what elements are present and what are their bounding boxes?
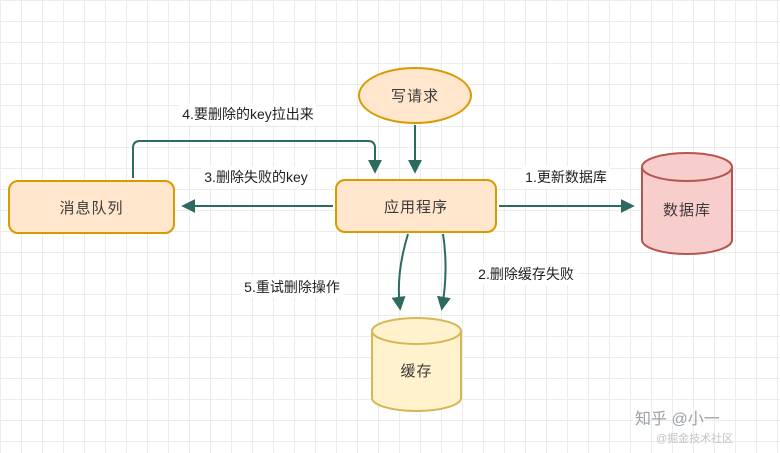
edge-application-to-cache-delete: [437, 233, 451, 311]
edge-label-delete-cache-fail: 2.删除缓存失败: [475, 263, 577, 285]
node-message-queue-label: 消息队列: [59, 199, 124, 217]
node-database-label: 数据库: [662, 202, 711, 219]
node-application: 应用程序: [335, 179, 497, 233]
database-cylinder-icon: [641, 152, 733, 255]
node-message-queue: 消息队列: [8, 180, 175, 234]
edge-application-to-cache-retry: [391, 233, 409, 311]
node-database: 数据库: [641, 152, 733, 255]
node-cache: 缓存: [371, 317, 462, 412]
watermark-zhihu: 知乎 @小一: [635, 411, 720, 428]
cache-cylinder-icon: [371, 317, 462, 412]
node-write-request-label: 写请求: [390, 88, 439, 105]
edge-label-pull-key: 4.要删除的key拉出来: [179, 103, 317, 125]
edge-label-retry-delete: 5.重试删除操作: [241, 276, 343, 298]
watermark-juejin: @掘金技术社区: [656, 433, 734, 445]
node-application-label: 应用程序: [383, 198, 448, 216]
edge-label-update-db: 1.更新数据库: [522, 166, 610, 188]
node-write-request: 写请求: [358, 67, 472, 124]
edge-label-delete-failed-key: 3.删除失败的key: [201, 166, 311, 188]
node-cache-label: 缓存: [400, 363, 433, 380]
